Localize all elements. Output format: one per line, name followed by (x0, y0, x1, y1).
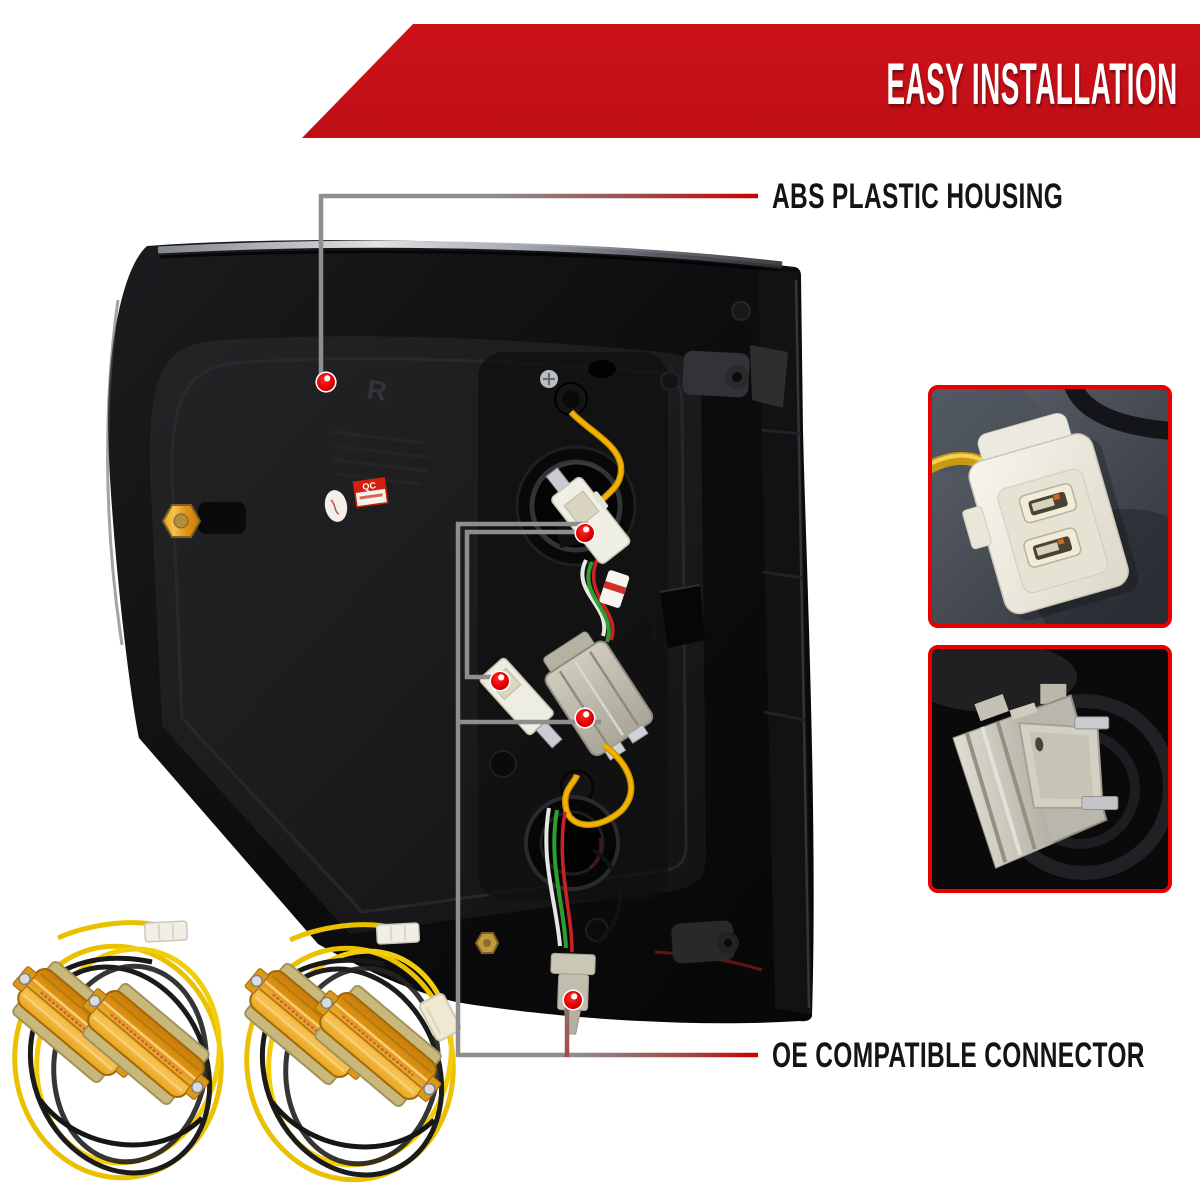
inset-bulb-socket-closeup (928, 645, 1172, 893)
molded-letter-r: R (365, 374, 388, 406)
resistor-kit-left (0, 921, 243, 1200)
tail-light-housing-photo: R QC (106, 240, 814, 1035)
easy-installation-banner: EASY INSTALLATION (302, 24, 1200, 138)
callout-label-abs-plastic-housing: ABS PLASTIC HOUSING (772, 177, 1064, 216)
callout-label-oe-compatible-connector: OE COMPATIBLE CONNECTOR (772, 1036, 1145, 1075)
lower-bulb-socket (524, 795, 620, 891)
harness-connector (419, 993, 462, 1042)
qc-sticker: QC (352, 477, 389, 508)
banner-text: EASY INSTALLATION (886, 52, 1178, 117)
red-dot-marker (574, 707, 596, 729)
callout-lines (318, 193, 758, 1058)
svg-text:QC: QC (362, 480, 377, 492)
red-dot-marker (315, 371, 337, 393)
red-dot-marker (574, 522, 596, 544)
red-dot-marker (489, 670, 511, 692)
red-dot-marker (562, 989, 584, 1011)
inset-oe-connector-closeup (928, 385, 1172, 628)
